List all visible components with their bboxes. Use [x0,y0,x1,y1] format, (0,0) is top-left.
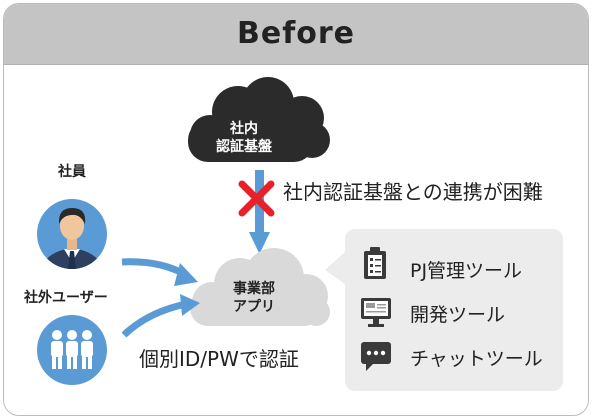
app-cloud-label-line1: 事業部 [233,281,275,297]
header-title: Before [236,16,356,51]
tool-label-pj: PJ管理ツール [410,260,523,282]
auth-cloud-label-line2: 認証基盤 [216,139,272,155]
external-access-arrow [121,294,200,338]
monitor-icon [361,298,391,327]
tool-label-chat: チャットツール [410,348,543,370]
conflict-text: 社内認証基盤との連携が困難 [283,180,543,204]
auth-cloud-label-line1: 社内 [230,121,258,137]
tool-label-dev: 開発ツール [410,304,506,326]
header-bar: Before [4,4,588,65]
tools-panel [345,229,563,391]
employee-label: 社員 [58,164,86,180]
credential-text: 個別ID/PWで認証 [139,347,299,371]
blocked-cross-icon [238,180,275,217]
employee-access-arrow [121,258,198,286]
chat-bubble-icon [361,342,391,371]
employee-avatar [37,199,107,269]
app-cloud-label-line2: アプリ [233,299,275,315]
tools-panel-pointer [325,252,345,284]
clipboard-checklist-icon [364,247,386,279]
external-users-avatar [37,315,107,385]
auth-cloud [188,77,330,162]
external-users-label: 社外ユーザー [24,290,108,306]
app-cloud [190,248,330,326]
